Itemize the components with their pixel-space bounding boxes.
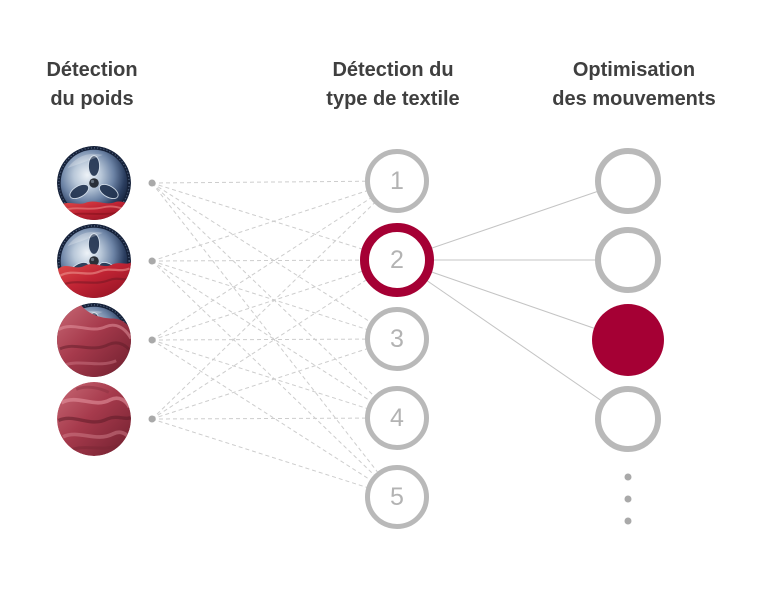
drum-partial-load-image bbox=[57, 224, 131, 298]
more-nodes-dot bbox=[624, 517, 632, 525]
input-node-4 bbox=[57, 382, 131, 456]
title-line: type de textile bbox=[326, 88, 460, 110]
title-line: Détection du bbox=[332, 59, 454, 81]
drum-heavy-load-image bbox=[57, 303, 131, 377]
title-line: Détection bbox=[46, 59, 138, 81]
drum-full-load-image bbox=[57, 382, 131, 456]
input-node-3 bbox=[57, 303, 131, 377]
title-line: du poids bbox=[50, 88, 134, 110]
movement-node-1 bbox=[595, 148, 661, 214]
column-title-movement-optimisation: Optimisation des mouvements bbox=[524, 56, 744, 114]
movement-node-3-selected bbox=[592, 304, 664, 376]
textile-type-node-4: 4 bbox=[365, 386, 429, 450]
input-node-2 bbox=[57, 224, 131, 298]
node-number: 1 bbox=[390, 166, 404, 195]
title-line: Optimisation bbox=[572, 59, 696, 81]
drum-light-load-image bbox=[57, 146, 131, 220]
textile-type-node-2-selected: 2 bbox=[360, 223, 434, 297]
node-number: 5 bbox=[390, 482, 404, 511]
node-number: 3 bbox=[390, 324, 404, 353]
title-line: des mouvements bbox=[552, 88, 716, 110]
movement-node-4 bbox=[595, 386, 661, 452]
column-title-textile-detection: Détection du type de textile bbox=[293, 56, 493, 114]
textile-type-node-5: 5 bbox=[365, 465, 429, 529]
node-number: 4 bbox=[390, 403, 404, 432]
column-title-weight-detection: Détection du poids bbox=[2, 56, 182, 114]
textile-type-node-3: 3 bbox=[365, 307, 429, 371]
more-nodes-dot bbox=[624, 473, 632, 481]
more-nodes-dot bbox=[624, 495, 632, 503]
input-node-1 bbox=[57, 146, 131, 220]
movement-node-2 bbox=[595, 227, 661, 293]
textile-type-node-1: 1 bbox=[365, 149, 429, 213]
node-number: 2 bbox=[390, 245, 404, 274]
